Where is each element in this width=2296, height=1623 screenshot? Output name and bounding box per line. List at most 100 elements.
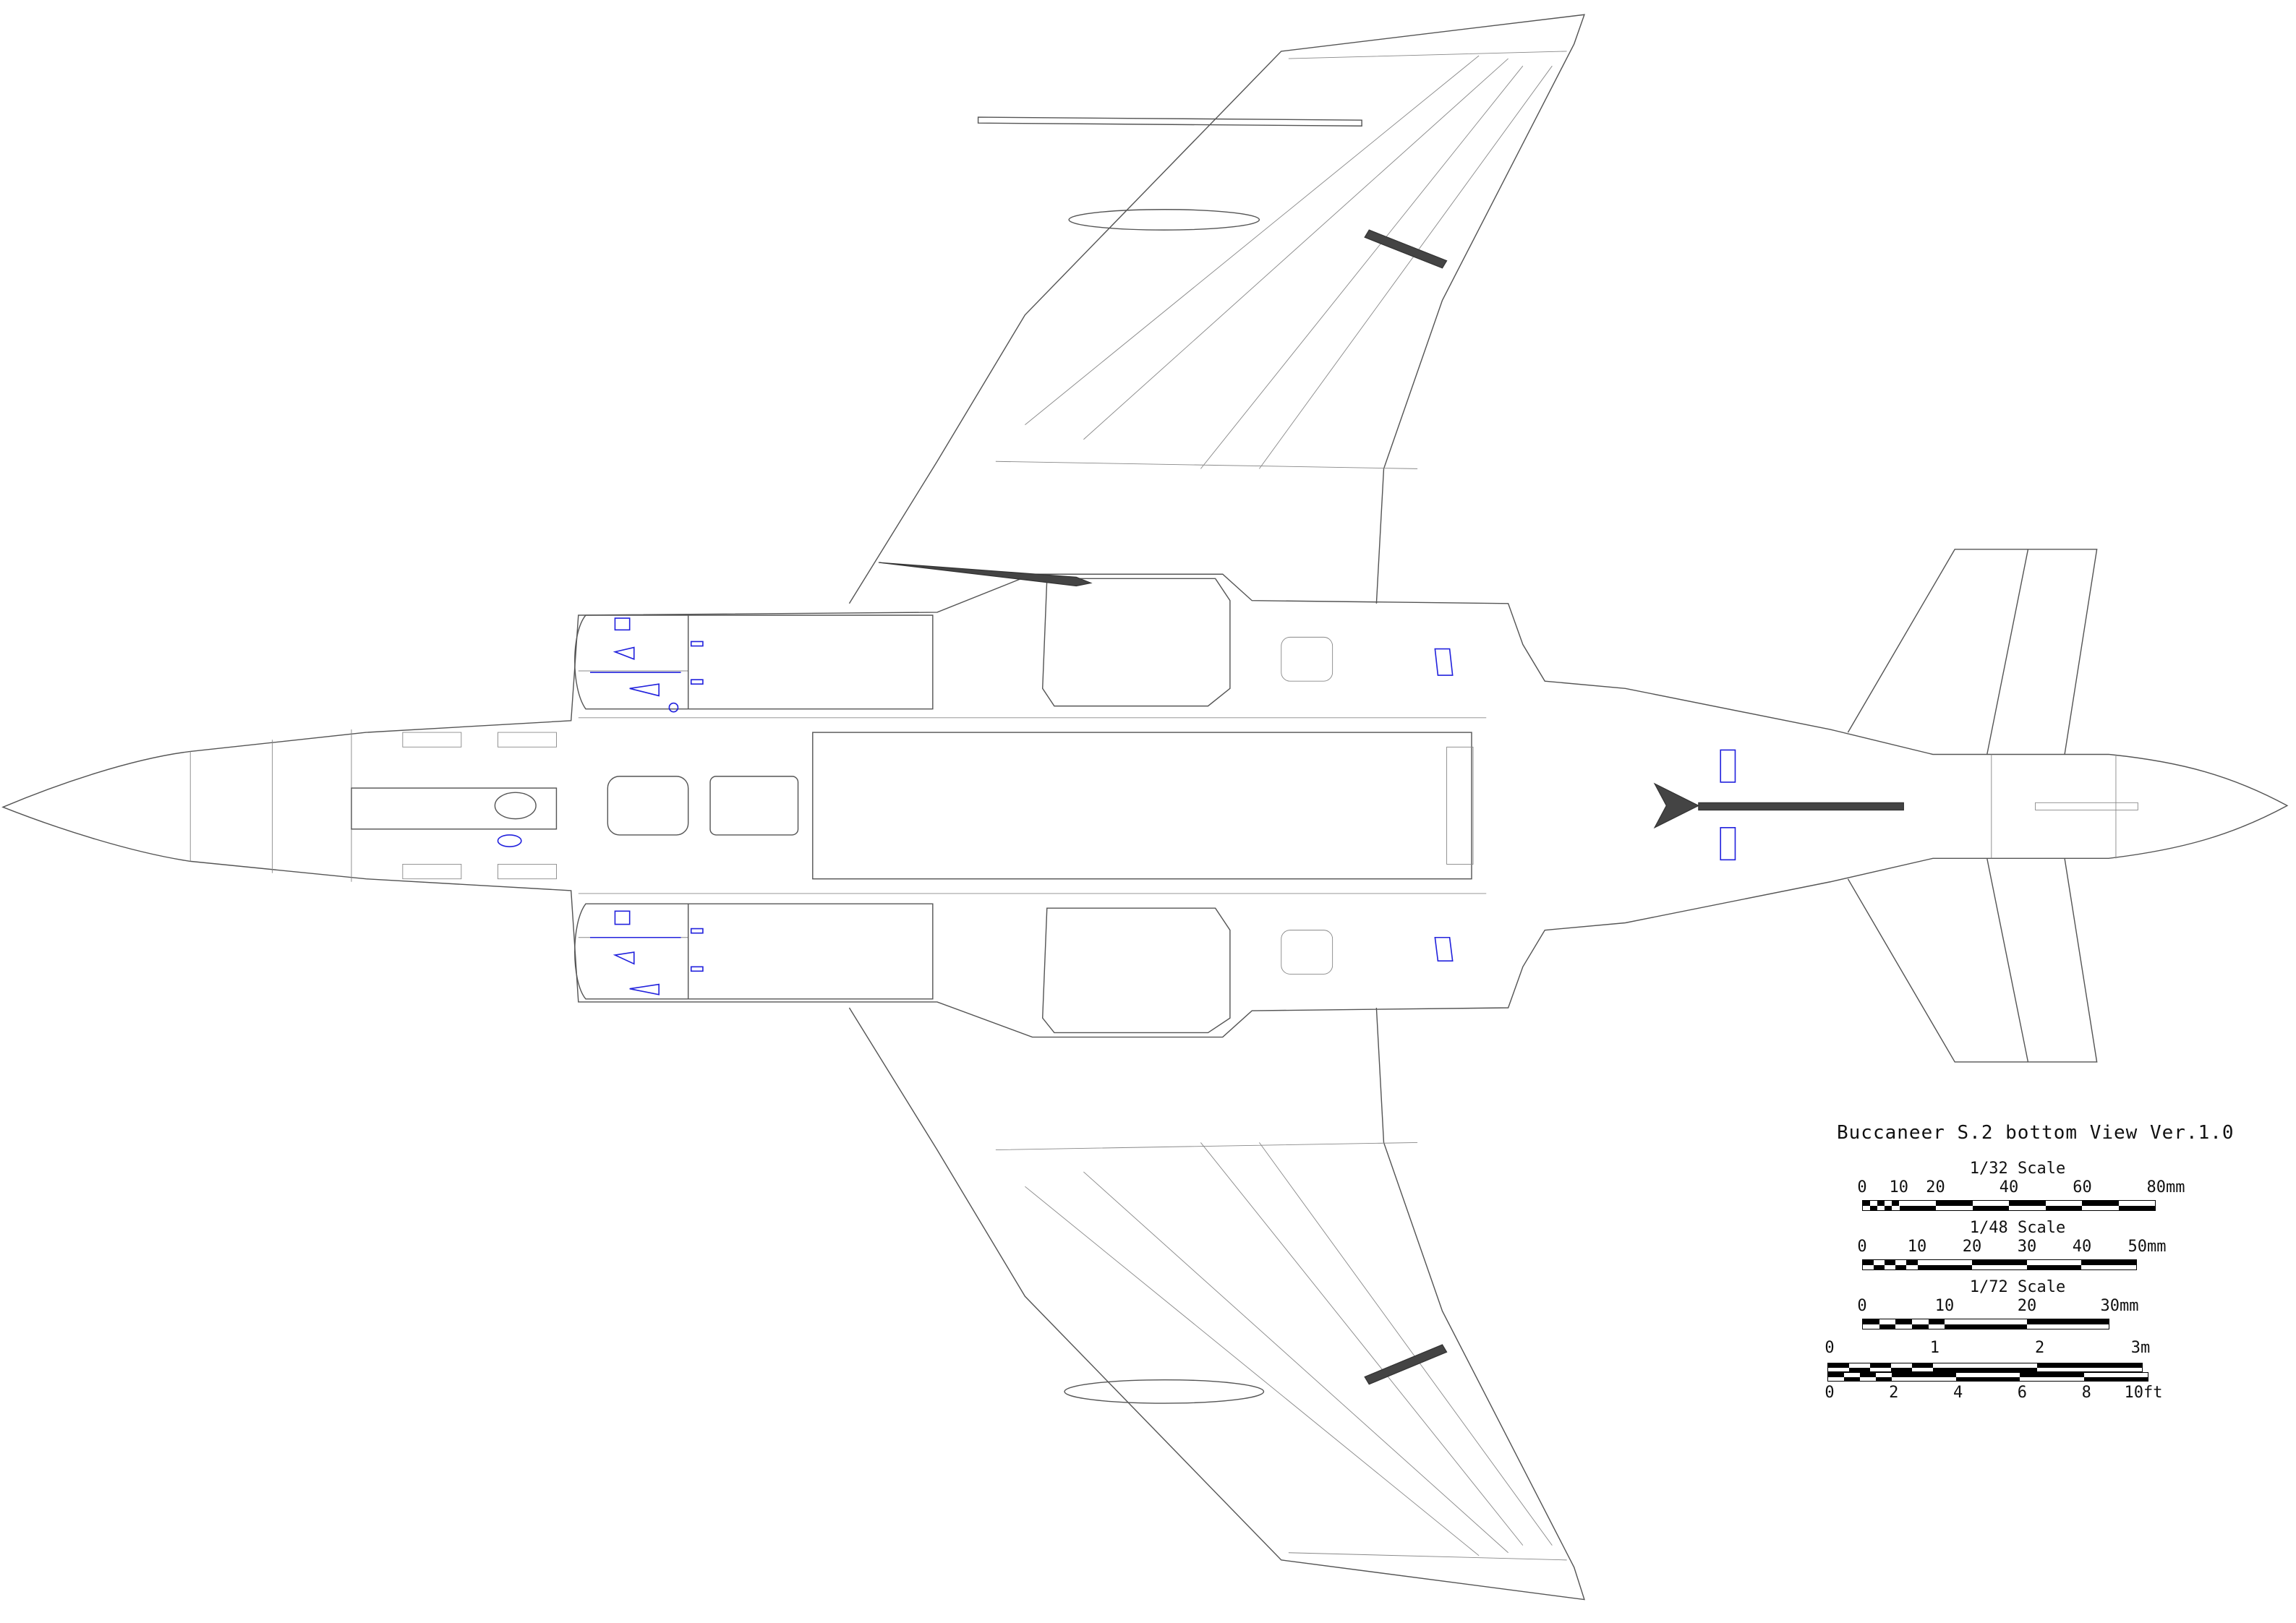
scale-label: 1/48 Scale xyxy=(1969,1219,2066,1237)
scale-bar-segment xyxy=(1860,1376,1877,1381)
feet-tick-label: 8 xyxy=(2081,1384,2091,1402)
scale-bar-segment xyxy=(2037,1363,2142,1368)
panel xyxy=(1281,930,1333,975)
scale-bar-segment xyxy=(1863,1319,1879,1324)
scale-bar-segment xyxy=(1890,1367,1912,1371)
scale-bar-segment xyxy=(2083,1376,2148,1381)
scale-bar-segment xyxy=(1928,1319,1945,1324)
scale-bar-segment xyxy=(1955,1376,2020,1381)
scale-bar-segment xyxy=(1877,1205,1885,1210)
scale-bar-segment xyxy=(1863,1260,1874,1265)
scale-bar-segment xyxy=(2081,1260,2136,1265)
scale-tick-label: 60 xyxy=(2073,1178,2092,1196)
upper-gear-bay xyxy=(1041,578,1231,707)
scale-bar-segment xyxy=(2020,1373,2084,1377)
scale-tick-label: 0 xyxy=(1857,1297,1867,1315)
blue-aerial xyxy=(497,834,522,847)
scale-bar-3 xyxy=(1862,1319,2109,1329)
scale-bar-segment xyxy=(1874,1260,1885,1265)
scale-bar-row xyxy=(1828,1367,2142,1371)
scale-tick-label: 50mm xyxy=(2128,1238,2167,1256)
scale-bar-segment xyxy=(1876,1376,1892,1381)
scale-tick-label: 0 xyxy=(1857,1238,1867,1256)
bomb-bay-door xyxy=(812,732,1472,880)
scale-bar-segment xyxy=(1828,1376,1845,1381)
scale-label: 1/32 Scale xyxy=(1969,1160,2066,1178)
nose-panels xyxy=(402,732,557,880)
scale-bar-segment xyxy=(1874,1264,1885,1269)
lower-gear-bay xyxy=(1041,907,1231,1034)
scale-bar-segment xyxy=(1895,1260,1907,1265)
scale-tick-label: 20 xyxy=(1926,1178,1945,1196)
scale-bar-segment xyxy=(1945,1324,2027,1329)
scale-bar-segment xyxy=(1870,1205,1878,1210)
scale-tick-label: 10 xyxy=(1907,1238,1927,1256)
feet-scale-bar xyxy=(1827,1372,2148,1382)
fuselage-outline xyxy=(1,573,2289,1038)
upper-wing-flap-line xyxy=(995,51,1567,469)
scale-bar-segment xyxy=(1863,1264,1874,1269)
scale-bar-segment xyxy=(2020,1376,2084,1381)
upper-drop-tank xyxy=(1068,209,1260,231)
lower-nacelle xyxy=(574,903,934,1000)
scale-bar-segment xyxy=(1879,1319,1896,1324)
upper-outer-pylon xyxy=(1364,229,1448,269)
scale-tick-label: 40 xyxy=(1999,1178,2019,1196)
scale-bar-segment xyxy=(1890,1363,1912,1368)
scale-bar-row xyxy=(1828,1363,2142,1368)
scale-bar-segment xyxy=(1899,1205,1936,1210)
scale-bar-segment xyxy=(1972,1201,2009,1206)
upper-tailplane xyxy=(1847,549,2098,755)
scale-bar-segment xyxy=(1877,1201,1885,1206)
scale-bar-segment xyxy=(1912,1324,1929,1329)
scale-bar-segment xyxy=(1906,1264,1918,1269)
scale-bar-segment xyxy=(1844,1376,1861,1381)
scale-bar-segment xyxy=(1912,1319,1929,1324)
scale-tick-label: 40 xyxy=(2072,1238,2092,1256)
scale-bar-segment xyxy=(1936,1201,1973,1206)
scale-bar-segment xyxy=(1863,1324,1879,1329)
scale-tick-label: 0 xyxy=(1857,1178,1867,1196)
scale-bar-segment xyxy=(1895,1319,1912,1324)
panel xyxy=(1281,636,1333,682)
meter-tick-label: 2 xyxy=(2035,1339,2045,1357)
scale-bar-segment xyxy=(1885,1201,1892,1206)
scale-tick-label: 10 xyxy=(1889,1178,1909,1196)
scale-bar-segment xyxy=(1885,1264,1896,1269)
scale-bar-row xyxy=(1863,1319,2109,1324)
drawing-title: Buccaneer S.2 bottom View Ver.1.0 xyxy=(1837,1122,2235,1144)
lower-drop-tank xyxy=(1064,1379,1265,1404)
scale-bar-segment xyxy=(2009,1201,2046,1206)
scale-tick-label: 20 xyxy=(2017,1297,2037,1315)
scale-bar-segment xyxy=(1972,1260,2027,1265)
scale-bar-segment xyxy=(1892,1205,1900,1210)
scale-bar-segment xyxy=(1972,1205,2009,1210)
scale-bar-segment xyxy=(1885,1260,1896,1265)
scale-bar-row xyxy=(1863,1260,2136,1265)
upper-nacelle xyxy=(574,614,934,710)
scale-bar-segment xyxy=(1869,1367,1891,1371)
lower-tailplane xyxy=(1847,858,2098,1063)
scale-bar-segment xyxy=(2045,1201,2082,1206)
scale-tick-label: 80mm xyxy=(2146,1178,2185,1196)
scale-bar-segment xyxy=(1917,1260,1973,1265)
scale-bar-segment xyxy=(2081,1264,2136,1269)
feet-tick-label: 4 xyxy=(1953,1384,1963,1402)
scale-bar-segment xyxy=(2082,1205,2119,1210)
feet-tick-label: 0 xyxy=(1825,1384,1835,1402)
scale-tick-label: 30mm xyxy=(2100,1297,2139,1315)
scale-bar-row xyxy=(1863,1264,2136,1269)
scale-bar-segment xyxy=(2026,1324,2109,1329)
scale-bar-segment xyxy=(1863,1201,1871,1206)
scale-bar-segment xyxy=(2118,1201,2155,1206)
scale-bar-segment xyxy=(2037,1367,2142,1371)
upper-pylon-rail xyxy=(977,116,1362,127)
scale-bar-segment xyxy=(1844,1373,1861,1377)
lower-wing-outline xyxy=(848,1007,1585,1601)
meter-scale-bar xyxy=(1827,1363,2143,1372)
scale-bar-segment xyxy=(1892,1201,1900,1206)
scale-bar-segment xyxy=(2026,1319,2109,1324)
scale-bar-segment xyxy=(1828,1373,1845,1377)
